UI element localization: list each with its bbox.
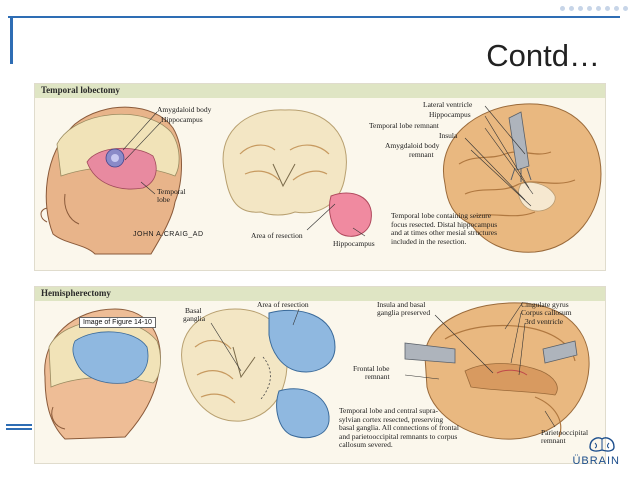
slide-title: Contd… <box>486 38 600 73</box>
panel-title: Temporal lobectomy <box>41 85 120 95</box>
panel-hemispherectomy: Hemispherectomy Image of Figure 14-10 Ba… <box>34 286 606 464</box>
label-hippocampus-lateral: Hippocampus <box>429 110 471 119</box>
label-frontal-remnant: remnant <box>365 372 390 381</box>
label-area-of-resection: Area of resection <box>257 300 309 309</box>
label-insula: Insula <box>439 131 458 140</box>
label-remnant: remnant <box>409 150 434 159</box>
label-insula-and-basal: Insula and basal <box>377 300 426 309</box>
caption-hemispherectomy: Temporal lobe and central supra- sylvian… <box>339 406 459 449</box>
artist-signature: JOHN A.CRAIG_AD <box>133 231 204 238</box>
label-third-ventricle: 3rd ventricle <box>525 317 564 326</box>
label-cingulate-gyrus: Cingulate gyrus <box>521 300 569 309</box>
temporal-lobectomy-illustration <box>40 103 602 255</box>
label-lateral-ventricle: Lateral ventricle <box>423 100 473 109</box>
figure-tag: Image of Figure 14-10 <box>79 317 156 328</box>
label-parietooccipital: Parietooccipital <box>541 428 589 437</box>
caption-temporal-lobectomy: Temporal lobe containing seizure focus r… <box>391 211 498 246</box>
hemispherectomy-illustration <box>44 302 590 440</box>
brand-logo-text: ÜBRAIN <box>572 455 620 467</box>
decorative-dots <box>560 6 628 11</box>
label-hippocampus: Hippocampus <box>161 115 203 124</box>
slide-top-rule <box>8 16 620 18</box>
label-ganglia: ganglia <box>183 314 206 323</box>
label-frontal-lobe: Frontal lobe <box>353 364 390 373</box>
panel-header: Hemispherectomy <box>35 287 605 301</box>
label-area-of-resection: Area of resection <box>251 231 303 240</box>
label-amygdaloid-body: Amygdaloid body <box>157 105 212 114</box>
label-basal: Basal <box>185 306 202 315</box>
label-hippocampus-section: Hippocampus <box>333 239 375 248</box>
label-temporal: Temporal <box>157 187 186 196</box>
label-amygdaloid-body-remnant: Amygdaloid body <box>385 141 440 150</box>
side-accent-lines <box>6 424 32 432</box>
label-corpus-callosum: Corpus callosum <box>521 308 572 317</box>
label-parietooccipital-remnant: remnant <box>541 436 566 445</box>
panel-header: Temporal lobectomy <box>35 84 605 98</box>
label-lobe: lobe <box>157 195 170 204</box>
label-ganglia-preserved: ganglia preserved <box>377 308 431 317</box>
slide-left-rule <box>10 16 13 64</box>
panel-temporal-lobectomy: Temporal lobectomy Amygdaloid body Hi <box>34 83 606 271</box>
label-temporal-lobe-remnant: Temporal lobe remnant <box>369 121 439 130</box>
brain-logo-icon <box>589 437 615 452</box>
panel-title: Hemispherectomy <box>41 288 111 298</box>
